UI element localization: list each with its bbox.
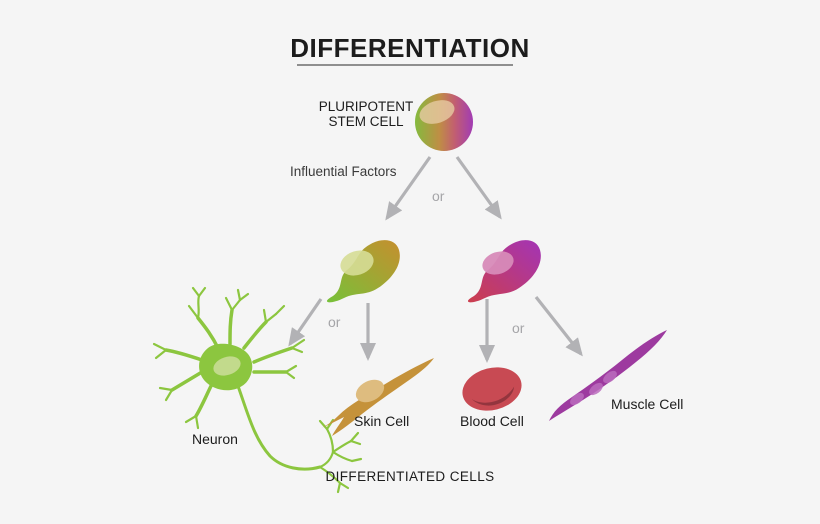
neuron-icon [152,286,363,494]
influential-factors-label: Influential Factors [290,164,397,179]
muscle-cell-icon [549,330,667,421]
blood-cell-icon [462,367,522,411]
skin-cell-label: Skin Cell [354,413,410,429]
or-label-right: or [512,320,525,336]
arrow-stem-to-right-progenitor [455,156,502,220]
stem-cell-icon [415,93,473,151]
stem-cell-label: PLURIPOTENT STEM CELL [300,99,432,129]
stem-cell-label-line2: STEM CELL [328,114,404,129]
arrow-stem-to-left-progenitor [385,156,432,221]
stem-cell-label-line1: PLURIPOTENT [318,99,414,114]
muscle-cell-label: Muscle Cell [611,396,684,412]
progenitor-right-icon [467,240,541,303]
arrow-right-to-muscle-cell [534,296,583,357]
or-label-left: or [328,314,341,330]
title-underline [297,64,513,66]
skin-cell-icon [321,358,434,436]
progenitor-left-icon [326,240,400,303]
page-title: DIFFERENTIATION [290,33,530,63]
or-label-top: or [432,188,445,204]
blood-cell-label: Blood Cell [460,413,524,429]
flow-arrows [288,156,583,363]
arrow-left-to-neuron [288,298,323,347]
neuron-label: Neuron [192,431,238,447]
differentiated-cells-label: DIFFERENTIATED CELLS [325,469,495,484]
